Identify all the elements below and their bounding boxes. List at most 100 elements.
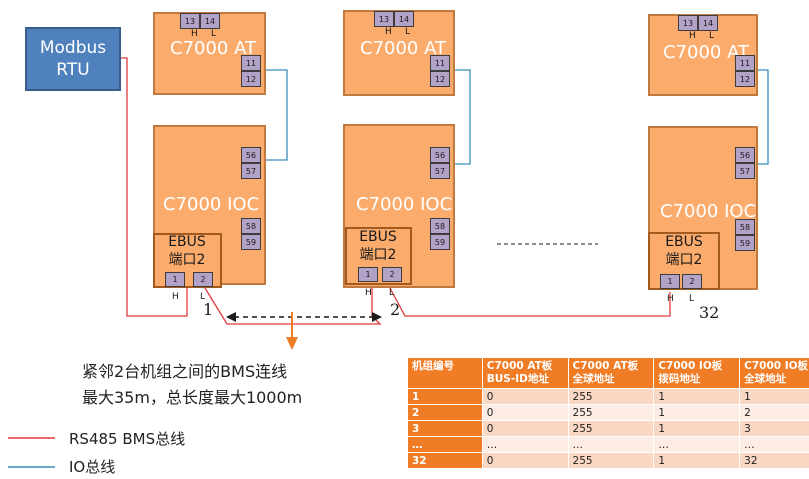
table-cell: …	[407, 436, 483, 453]
table-cell: 255	[567, 404, 655, 421]
rs485-unit2-to-unit3	[389, 287, 671, 317]
unit2-terminal-58: 58	[430, 218, 450, 234]
unit1-terminal-57: 57	[241, 163, 261, 179]
unit2-terminal-14: 14	[394, 11, 414, 27]
table-header-cell: C7000 AT板 全球地址	[567, 357, 655, 389]
table-cell: 0	[481, 388, 569, 405]
unit2-terminal-12: 12	[430, 71, 450, 87]
table-cell: 32	[407, 452, 483, 469]
table-cell: 2	[739, 404, 809, 421]
unit1-node-number: 1	[203, 300, 214, 319]
rs485-bus	[121, 57, 671, 325]
table-row: 32 0 255 1 32	[407, 452, 809, 469]
unit3-terminal-58: 58	[735, 219, 755, 235]
unit1-at-title: C7000 AT	[170, 38, 257, 59]
rs485-modbus-to-unit1	[121, 57, 188, 317]
unit3-ebus-terminal-1: 1	[660, 274, 680, 289]
unit3-ebus-h-label: H	[667, 294, 674, 304]
unit1-terminal-12: 12	[241, 71, 261, 87]
unit1-ebus-l-label: L	[200, 292, 206, 302]
table-cell: 3	[407, 420, 483, 437]
unit2-ebus-h-label: H	[365, 288, 372, 298]
table-cell: 0	[481, 452, 569, 469]
unit2-at-h-label: H	[385, 27, 392, 37]
table-cell: 255	[567, 388, 655, 405]
unit2-at-title: C7000 AT	[360, 38, 447, 59]
unit3-at-l-label: L	[709, 31, 715, 41]
table-cell: 255	[567, 452, 655, 469]
unit1-terminal-56: 56	[241, 147, 261, 163]
unit2-ebus-terminal-2: 2	[382, 267, 402, 282]
table-cell: 3	[739, 420, 809, 437]
unit2-node-number: 2	[390, 300, 401, 319]
unit2-at-l-label: L	[405, 27, 411, 37]
table-row: 3 0 255 1 3	[407, 420, 809, 437]
table-row: 2 0 255 1 2	[407, 404, 809, 421]
unit2-ioc-title: C7000 IOC	[356, 194, 453, 215]
table-cell: 1	[653, 388, 741, 405]
table-cell: 32	[739, 452, 809, 469]
io-link-unit2	[451, 69, 471, 165]
address-table-wrap: 机组编号 C7000 AT板 BUS-ID地址 C7000 AT板 全球地址 C…	[407, 357, 809, 479]
table-cell: 1	[407, 388, 483, 405]
unit3-at-h-label: H	[689, 31, 696, 41]
unit1-ebus-terminal-2: 2	[193, 272, 213, 287]
unit3-terminal-13: 13	[678, 15, 698, 31]
unit3-ebus-terminal-2: 2	[682, 274, 702, 289]
address-table: 机组编号 C7000 AT板 BUS-ID地址 C7000 AT板 全球地址 C…	[407, 357, 809, 469]
rs485-unit1-to-unit2	[204, 287, 382, 325]
io-link-unit1	[259, 69, 288, 161]
table-header-cell: 机组编号	[407, 357, 483, 389]
table-row: 1 0 255 1 1	[407, 388, 809, 405]
modbus-rtu-block: Modbus RTU	[25, 27, 121, 91]
unit1-ebus-h-label: H	[172, 292, 179, 302]
table-header-cell: C7000 AT板 BUS-ID地址	[481, 357, 569, 389]
unit3-terminal-56: 56	[735, 147, 755, 163]
table-row: … … … … …	[407, 436, 809, 453]
unit1-ebus-label: EBUS 端口2	[168, 234, 206, 268]
unit3-terminal-11: 11	[735, 55, 755, 71]
table-cell: 0	[481, 404, 569, 421]
unit3-terminal-14: 14	[698, 15, 718, 31]
table-cell: …	[653, 436, 741, 453]
table-cell: 2	[407, 404, 483, 421]
unit3-terminal-12: 12	[735, 71, 755, 87]
distance-double-arrow	[226, 312, 382, 322]
table-header-cell: C7000 IO板 拨码地址	[653, 357, 741, 389]
table-cell: 1	[653, 420, 741, 437]
unit1-at-l-label: L	[211, 29, 217, 39]
io-link-unit3	[755, 69, 769, 165]
unit2-ebus-label: EBUS 端口2	[359, 229, 397, 263]
unit2-terminal-57: 57	[430, 163, 450, 179]
unit1-terminal-13: 13	[180, 13, 200, 29]
table-cell: 1	[653, 404, 741, 421]
unit1-at-h-label: H	[191, 29, 198, 39]
table-cell: …	[739, 436, 809, 453]
table-cell: 255	[567, 420, 655, 437]
unit1-ioc-title: C7000 IOC	[163, 194, 260, 215]
unit1-terminal-58: 58	[241, 218, 261, 234]
unit1-terminal-59: 59	[241, 234, 261, 250]
note-pointer-arrow	[286, 312, 298, 350]
unit3-node-number: 32	[699, 303, 720, 322]
bms-length-note: 紧邻2台机组之间的BMS连线 最大35m，总长度最大1000m	[82, 362, 303, 407]
unit2-ebus-l-label: L	[389, 288, 395, 298]
unit3-terminal-59: 59	[735, 235, 755, 251]
legend-rs485-label: RS485 BMS总线	[69, 430, 186, 448]
table-cell: 1	[739, 388, 809, 405]
table-cell: 0	[481, 420, 569, 437]
unit2-terminal-56: 56	[430, 147, 450, 163]
legend-io-label: IO总线	[69, 458, 116, 476]
io-bus	[259, 69, 769, 165]
unit3-terminal-57: 57	[735, 163, 755, 179]
unit2-terminal-13: 13	[374, 11, 394, 27]
unit2-ebus-terminal-1: 1	[358, 267, 378, 282]
unit1-ebus-terminal-1: 1	[165, 272, 185, 287]
unit1-terminal-11: 11	[241, 55, 261, 71]
unit3-ioc-title: C7000 IOC	[660, 201, 757, 222]
unit3-at-title: C7000 AT	[663, 42, 750, 63]
table-cell: 1	[653, 452, 741, 469]
unit3-ebus-label: EBUS 端口2	[665, 234, 703, 268]
table-cell: …	[481, 436, 569, 453]
